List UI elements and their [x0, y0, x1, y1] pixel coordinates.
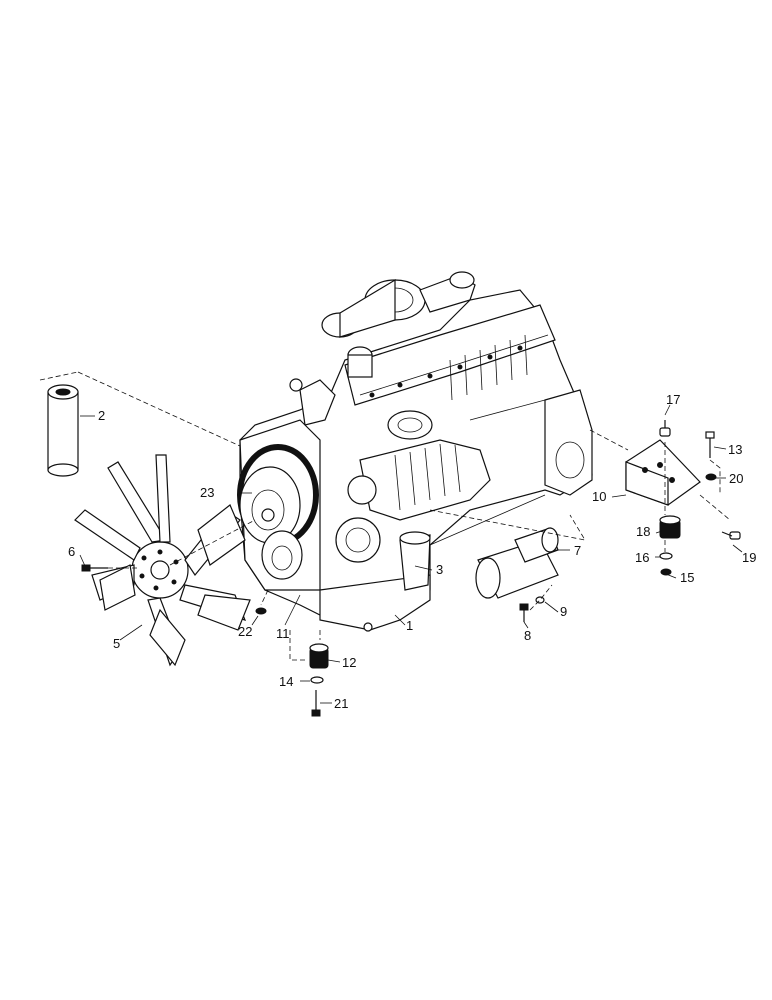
callout-22: 22	[238, 624, 252, 639]
assembly-leader-lines	[39, 371, 731, 661]
callout-9: 9	[560, 604, 567, 619]
cooling-fan-part	[74, 454, 251, 667]
callout-3: 3	[436, 562, 443, 577]
bolt-8-part	[519, 603, 529, 622]
callout-6: 6	[68, 544, 75, 559]
oil-filter-part	[399, 531, 431, 591]
callout-7: 7	[574, 543, 581, 558]
callout-1: 1	[406, 618, 413, 633]
callout-2: 2	[98, 408, 105, 423]
callout-12: 12	[342, 655, 356, 670]
bolt-6-part	[81, 564, 108, 572]
washer-9-part	[535, 596, 545, 604]
callout-21: 21	[334, 696, 348, 711]
callout-14: 14	[279, 674, 293, 689]
callout-20: 20	[729, 471, 743, 486]
callout-11: 11	[276, 626, 290, 641]
starter-motor-part	[475, 527, 559, 599]
filter-canister-part	[47, 384, 79, 477]
nut-20-part	[705, 473, 717, 481]
bolt-17-part	[659, 420, 671, 437]
engine-assembly	[237, 271, 593, 632]
callout-labels: 1 2 3 5 6 7 8 9 10 11 12 13 14 15 16 17 …	[68, 392, 756, 711]
callout-5: 5	[113, 636, 120, 651]
callout-18: 18	[636, 524, 650, 539]
callout-8: 8	[524, 628, 531, 643]
mounting-bracket-part	[625, 439, 701, 506]
nut-15-part	[660, 568, 672, 576]
bolt-13-part	[705, 431, 715, 458]
callout-19: 19	[742, 550, 756, 565]
bolt-19-part	[721, 531, 741, 540]
callout-16: 16	[635, 550, 649, 565]
callout-15: 15	[680, 570, 694, 585]
washer-16-part	[659, 552, 673, 560]
callout-10: 10	[592, 489, 606, 504]
nut-22-part	[255, 607, 267, 615]
washer-14-part	[310, 676, 324, 684]
rubber-mount-12-part	[309, 643, 329, 669]
callout-17: 17	[666, 392, 680, 407]
rubber-mount-18-part	[659, 515, 681, 539]
callout-leaders	[79, 404, 743, 704]
callout-13: 13	[728, 442, 742, 457]
bolt-21-part	[311, 690, 321, 717]
callout-23: 23	[200, 485, 214, 500]
